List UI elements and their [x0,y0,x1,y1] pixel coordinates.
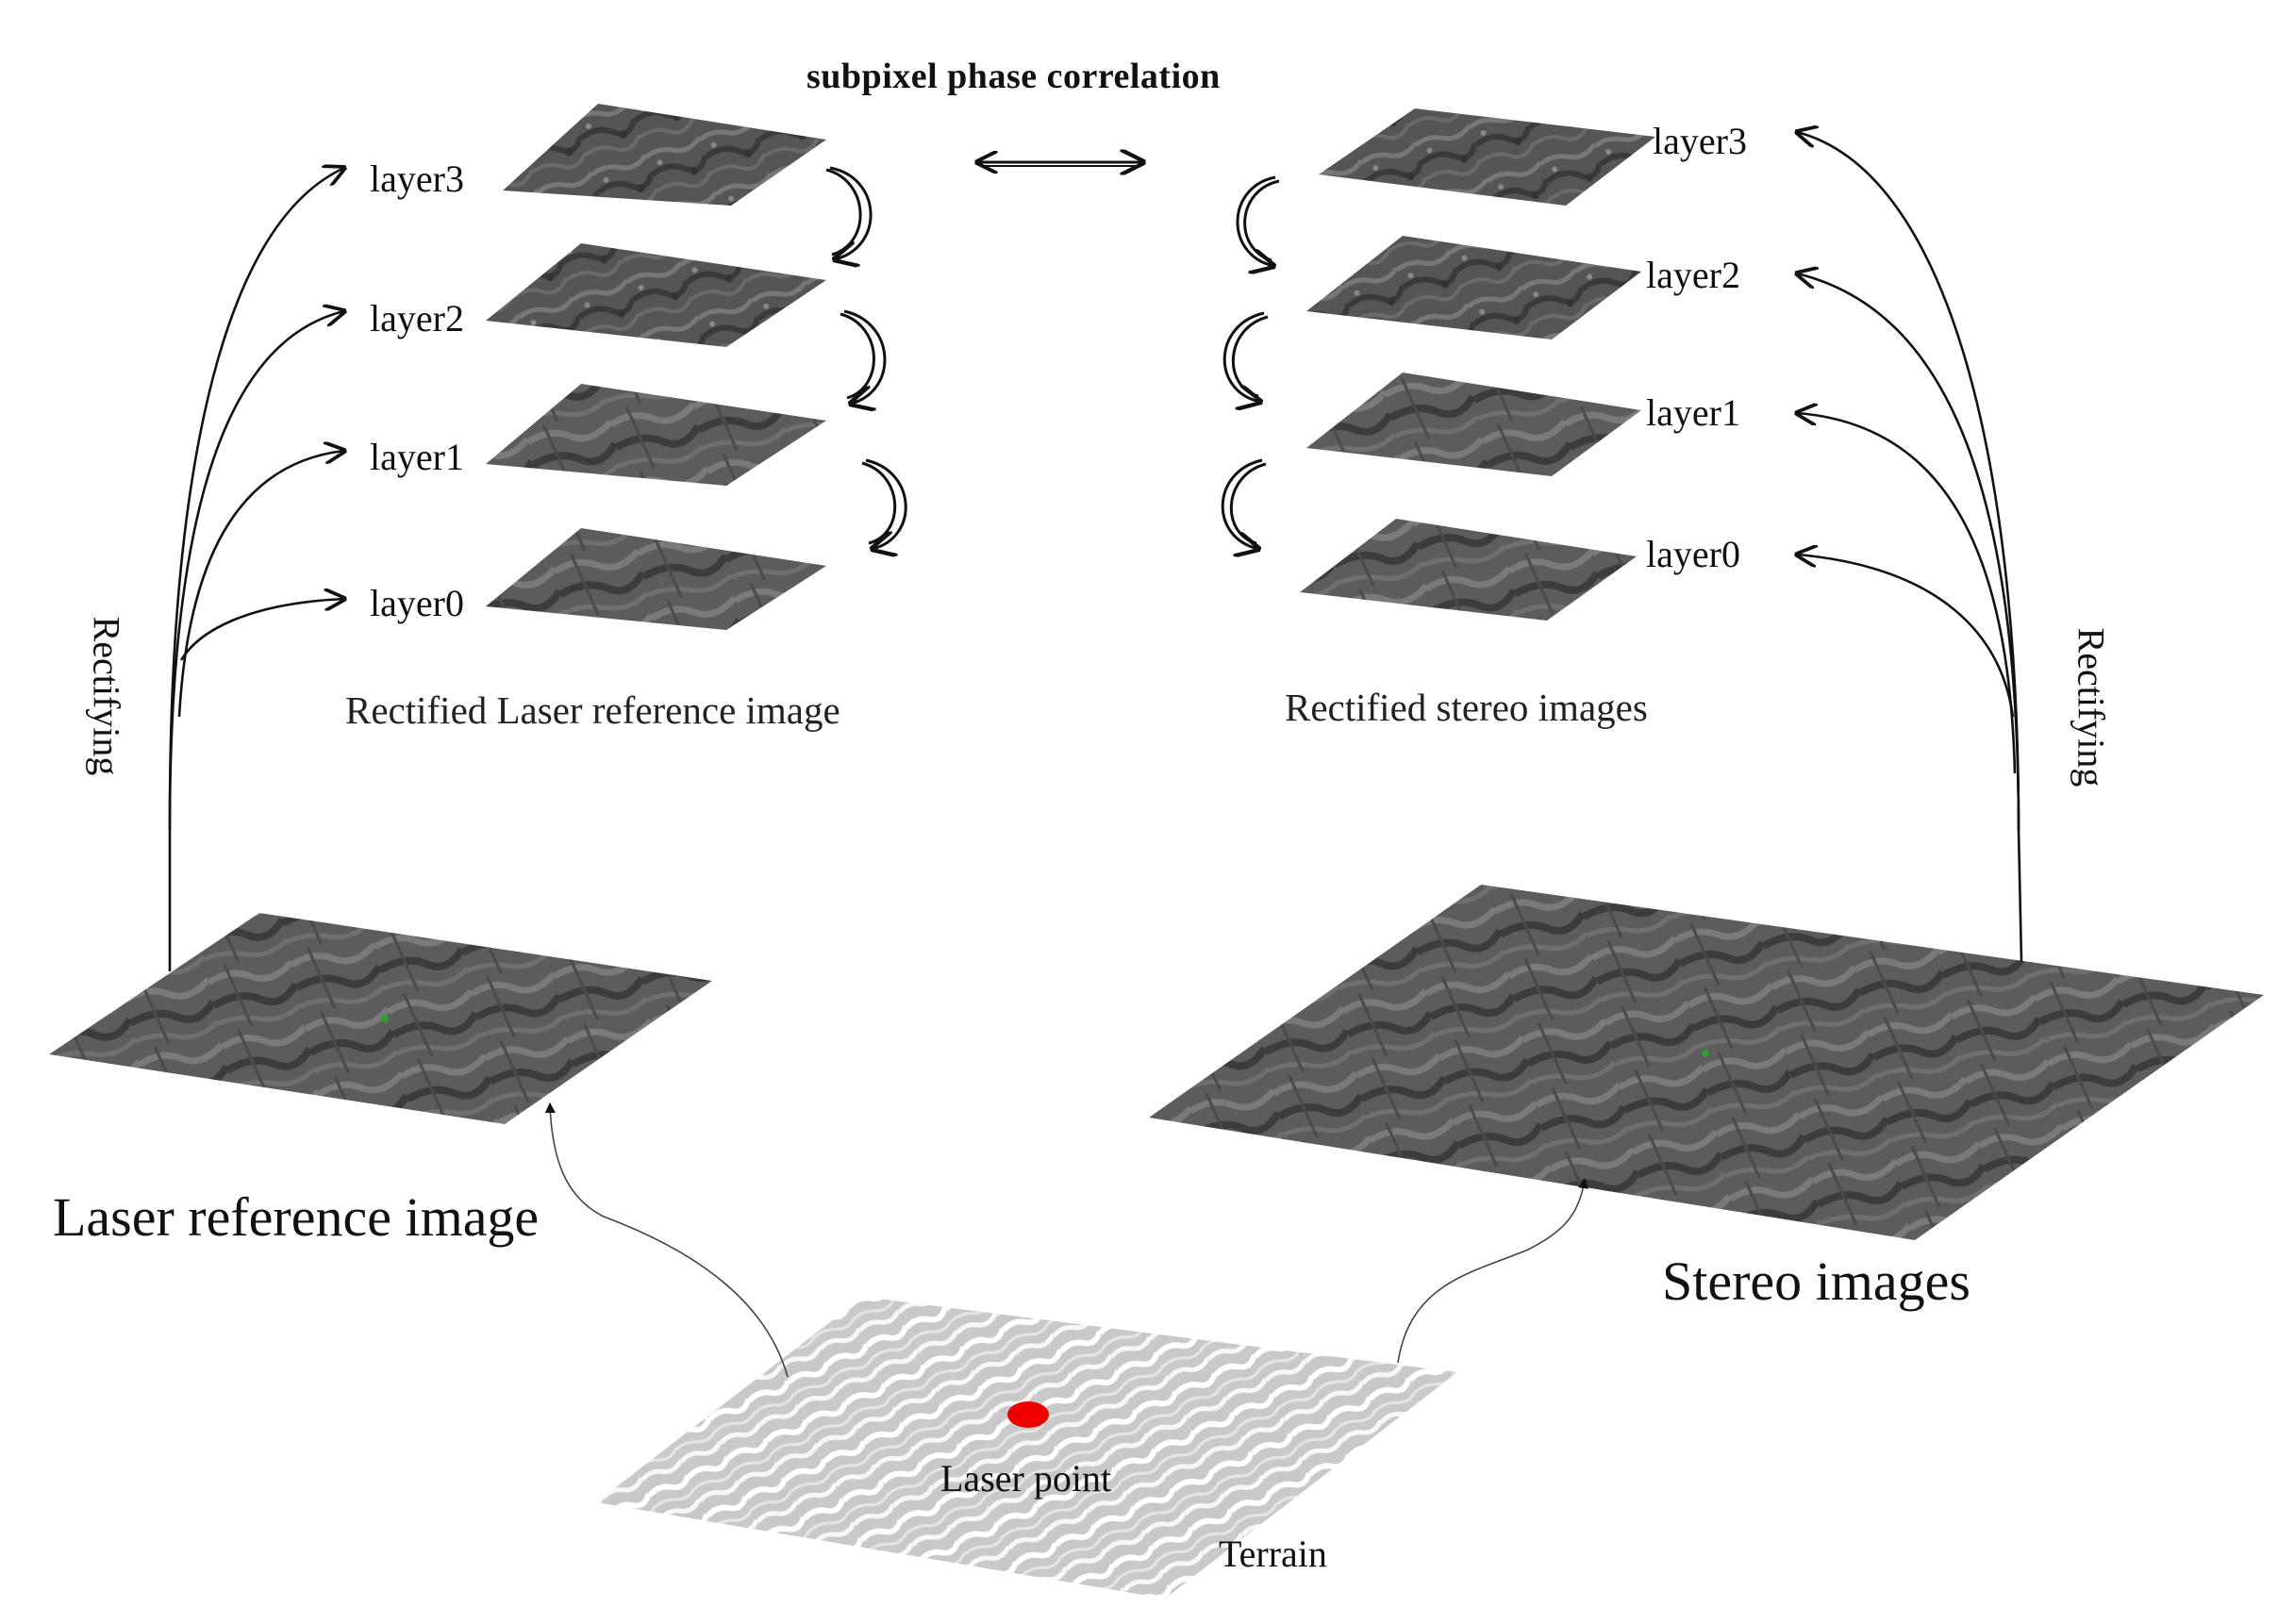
left-layer0-image [486,528,826,630]
terrain-projection-arrows [544,1102,1589,1378]
stereo-image-marker [1702,1050,1709,1057]
left-rectifying-label: Rectifying [85,616,128,776]
stereo-images-label: Stereo images [1662,1251,1970,1312]
right-layer1-image [1306,373,1641,476]
laser-reference-image-label: Laser reference image [53,1186,540,1248]
right-layer-stack [1300,108,1655,621]
left-pyramid-arrows [825,166,907,549]
left-layer0-label: layer0 [370,582,464,624]
left-layer1-label: layer1 [370,436,464,478]
terrain-label: Terrain [1219,1533,1327,1575]
left-rectifying-arrows [168,168,344,971]
left-stack-caption: Rectified Laser reference image [345,688,840,732]
left-layer-stack [486,104,826,630]
diagram-title: subpixel phase correlation [806,57,1221,96]
right-pyramid-arrows [1221,175,1280,549]
right-layer0-label: layer0 [1646,533,1740,575]
right-layer0-image [1300,519,1637,621]
right-layer3-image [1319,108,1655,206]
right-layer2-label: layer2 [1646,254,1740,296]
right-layer1-label: layer1 [1646,391,1740,434]
left-layer2-label: layer2 [370,297,464,340]
left-layer3-image [503,104,826,206]
terrain-surface [596,1297,1457,1599]
left-layer3-label: layer3 [370,157,464,200]
laser-point-marker [1007,1401,1049,1428]
stereo-images [1149,885,2264,1240]
right-layer2-image [1306,236,1641,340]
laser-reference-marker [381,1015,389,1022]
right-stack-caption: Rectified stereo images [1285,686,1648,729]
right-rectifying-arrows [1797,132,2023,963]
laser-point-label: Laser point [940,1457,1112,1500]
right-rectifying-label: Rectifying [2070,627,2113,787]
laser-reference-image [49,913,712,1124]
left-layer2-image [486,243,826,347]
left-layer1-image [486,384,826,486]
right-layer3-label: layer3 [1653,120,1747,162]
